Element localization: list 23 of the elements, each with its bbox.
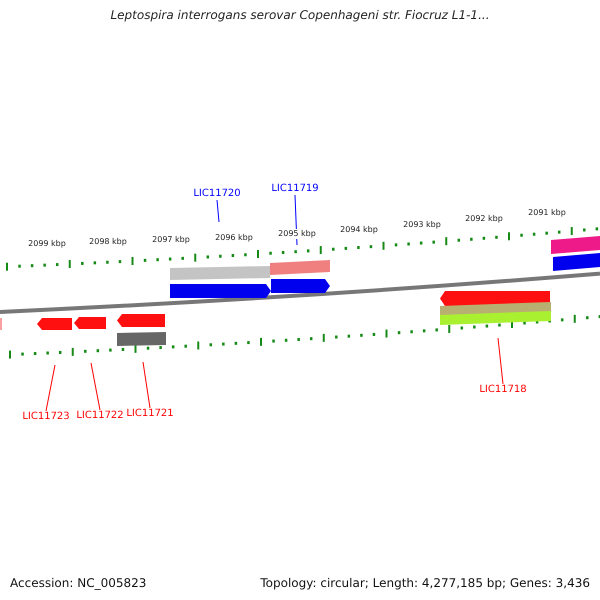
leader-line [142,362,150,408]
tick-label: 2096 kbp [215,233,253,243]
genome-summary: Topology: circular; Length: 4,277,185 bp; Genes: 3,436 [260,575,590,592]
gene-label: LIC11718 [479,384,527,396]
gene-label: LIC11719 [271,183,319,195]
tick-label: 2097 kbp [152,235,190,245]
leader-line [498,338,504,384]
title: Leptospira interrogans serovar Copenhageni str. Fiocruz L1-1... [109,7,491,24]
gene-label: LIC11721 [126,408,174,420]
tick-label: 2095 kbp [278,229,316,239]
gene-label: LIC11720 [193,188,241,200]
leader-line [216,200,220,222]
tick-label: 2093 kbp [403,220,441,230]
leader-line [90,362,100,410]
tick-label: 2099 kbp [28,239,66,249]
gene-label: LIC11723 [22,411,70,423]
genome-map-drawing [0,227,600,359]
tick-label: 2091 kbp [528,208,566,218]
leader-line [46,364,56,412]
tick-label: 2098 kbp [89,237,127,247]
accession-text: Accession: NC_005823 [10,575,146,592]
gene-label: LIC11722 [76,410,124,422]
tick-label: 2094 kbp [340,225,378,235]
